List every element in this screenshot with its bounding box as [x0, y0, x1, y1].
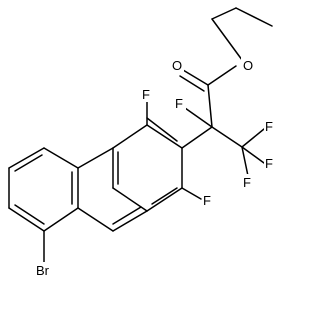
- bond-carbonyl-double-a: [182, 69, 209, 86]
- molecule-canvas: O O F F F F F F Br: [8, 7, 273, 278]
- atom-label-o-ester: O: [243, 58, 253, 73]
- bond-cf3-f-top: [241, 128, 265, 148]
- atom-label-f-ring-top: F: [142, 87, 150, 102]
- bond-ch2-o-ester: [211, 18, 246, 65]
- bond-ringC-1: [43, 147, 79, 169]
- bond-ringA-4: [112, 187, 148, 212]
- atom-label-f-cf3-left: F: [243, 175, 251, 190]
- atom-label-f-alpha: F: [175, 96, 183, 111]
- bond-ringB-1: [77, 147, 114, 169]
- bond-ethyl-ch2-ch3: [235, 7, 273, 27]
- bond-carbonyl-double-b: [179, 75, 205, 92]
- atom-label-br: Br: [36, 263, 50, 278]
- bond-ethyl-ch3-ch2: [211, 7, 237, 20]
- bond-ringB-4-inner: [112, 206, 142, 225]
- bond-ringC-4: [8, 207, 45, 232]
- bond-o-ester-carbonyl-c: [207, 65, 237, 86]
- bond-ringA-2: [112, 124, 148, 149]
- bond-ringC-5: [43, 207, 79, 232]
- bond-cf3-f-right: [241, 146, 265, 164]
- bond-alpha-cf3: [211, 126, 243, 148]
- bond-ringC-4-inner: [14, 204, 45, 225]
- bond-cf3-f-left: [241, 146, 249, 177]
- atom-label-f-cf3-right: F: [265, 156, 273, 171]
- bond-ringA-1-inner: [146, 117, 178, 142]
- bond-alpha-f: [184, 107, 213, 128]
- bond-carbonyl-c-alpha: [207, 84, 213, 128]
- atom-label-f-cf3-top: F: [265, 119, 273, 134]
- bond-alpha-ring: [181, 126, 213, 149]
- bond-ringB-4: [112, 210, 148, 232]
- bond-ringB-3: [77, 207, 114, 232]
- atom-label-f-ring-bottom: F: [203, 193, 211, 208]
- bond-ringC-2-inner: [14, 154, 43, 172]
- bond-ringA-1: [146, 124, 183, 149]
- bond-ringC-2: [8, 147, 45, 169]
- structure-diagram: O O F F F F F F Br: [8, 7, 273, 278]
- bond-ringA-5: [146, 187, 183, 212]
- bond-ring-f-bottom: [181, 187, 202, 200]
- bond-ringA-5-inner: [151, 187, 178, 205]
- atom-label-o-carbonyl: O: [172, 58, 182, 73]
